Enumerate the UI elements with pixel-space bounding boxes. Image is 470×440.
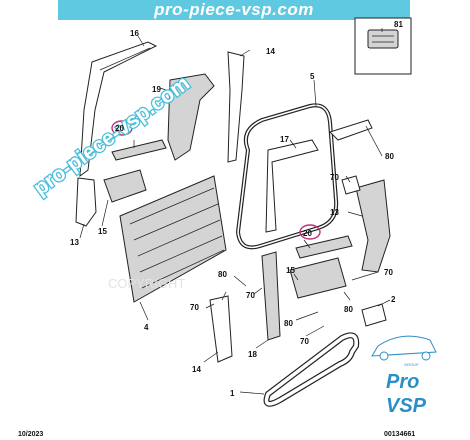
part-13-pillar-right [355, 179, 391, 273]
watermark-copyright: COPYRIGHT [108, 276, 185, 291]
highlight-circle-20-left [111, 120, 133, 136]
label-70-left: 70 [190, 303, 199, 312]
label-15-left: 15 [98, 227, 107, 236]
label-14-upper: 14 [266, 47, 275, 56]
label-20-left: 20 [115, 124, 124, 133]
part-20-plate-left [111, 139, 167, 161]
label-2: 2 [391, 295, 396, 304]
leader-lines [79, 28, 391, 395]
logo-vsp-text: VSP [386, 395, 427, 417]
part-80-upper-trim [329, 119, 373, 141]
site-banner: pro-piece-vsp.com [58, 0, 410, 20]
label-80-right: 80 [344, 305, 353, 314]
part-14-bracket-lower [209, 295, 233, 363]
inset-part-81 [354, 17, 412, 75]
label-15-right: 15 [286, 266, 295, 275]
label-18: 18 [248, 350, 257, 359]
logo-pro-text: Pro [386, 371, 419, 393]
label-80-lower: 80 [284, 319, 293, 328]
part-13-pillar-left [75, 177, 97, 227]
label-70-lower: 70 [300, 337, 309, 346]
footer-date: 10/2023 [18, 431, 43, 438]
label-19: 19 [152, 85, 161, 94]
callout-labels: 16 14 19 5 81 20 17 80 70 15 13 13 20 80… [70, 20, 403, 398]
label-70-mid: 70 [246, 291, 255, 300]
part-4-panel [119, 175, 227, 303]
logo-group-text: GROUP [404, 362, 419, 367]
label-4: 4 [144, 323, 149, 332]
label-16: 16 [130, 29, 139, 38]
label-80-mid: 80 [218, 270, 227, 279]
label-80-upper: 80 [385, 152, 394, 161]
part-14-bracket-upper [227, 51, 245, 163]
part-1-grab-handle [263, 332, 360, 407]
part-70-clip-right [341, 175, 361, 195]
banner-text: pro-piece-vsp.com [154, 0, 314, 19]
label-13-right: 13 [330, 208, 339, 217]
label-81: 81 [394, 20, 403, 29]
part-19-trim [167, 73, 215, 161]
footer-reference: 00134661 [384, 431, 415, 438]
part-17-trim [265, 139, 319, 233]
label-17: 17 [280, 135, 289, 144]
label-14-lower: 14 [192, 365, 201, 374]
label-5: 5 [310, 72, 315, 81]
label-13-left: 13 [70, 238, 79, 247]
part-20-plate-right [295, 235, 353, 259]
label-70-right: 70 [384, 268, 393, 277]
highlight-circle-20-right [299, 224, 321, 240]
part-15-bracket-right [289, 257, 347, 299]
label-70-upper: 70 [330, 173, 339, 182]
part-16-pillar [79, 41, 158, 178]
provsp-logo: GROUP Pro VSP [371, 335, 437, 417]
part-15-bracket-left [103, 169, 147, 203]
label-1: 1 [230, 389, 235, 398]
label-20-right: 20 [303, 229, 312, 238]
part-2-clip [361, 303, 387, 327]
part-18-strip [261, 251, 281, 341]
